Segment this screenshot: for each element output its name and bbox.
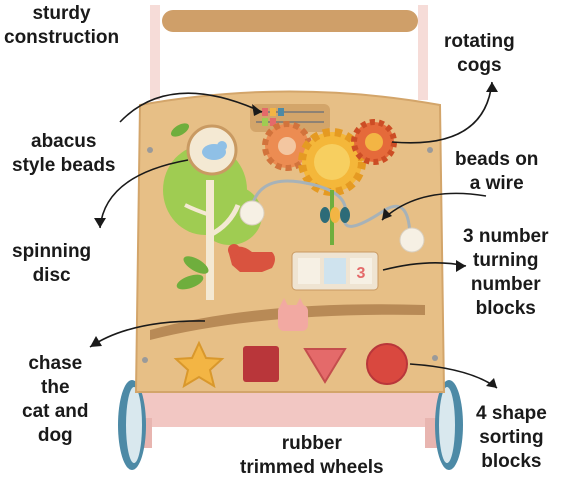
label-spinning-disc: spinning disc — [12, 241, 92, 286]
label-chase-cat-dog: chase the cat and dog — [22, 353, 89, 446]
cat-track-slot — [150, 304, 425, 340]
arrowhead-icon — [486, 82, 498, 92]
number-block-digit: 3 — [357, 265, 366, 282]
rubber-wheel-right — [435, 380, 463, 470]
number-turning-blocks[interactable] — [291, 251, 379, 291]
rotating-cog-sun[interactable] — [298, 128, 366, 196]
rotating-cog-red[interactable] — [351, 119, 397, 165]
label-beads-on-a-wire: beads on a wire — [455, 149, 539, 194]
arrowhead-icon — [90, 336, 102, 347]
rubber-wheel-left — [118, 380, 146, 470]
label-number-blocks: 3 number turning number blocks — [463, 226, 549, 319]
screw-icon — [147, 147, 153, 153]
axle-right — [425, 418, 437, 448]
shape-square-block[interactable] — [243, 346, 279, 382]
handle-right-post — [418, 5, 428, 100]
abacus-beads[interactable] — [250, 104, 330, 132]
arrowhead-icon — [456, 260, 466, 272]
label-abacus-style-beads: abacus style beads — [12, 131, 116, 176]
arrowhead-icon — [486, 378, 497, 388]
label-rotating-cogs: rotating cogs — [444, 31, 515, 76]
screw-icon — [142, 357, 148, 363]
label-sturdy-construction: sturdy construction — [4, 3, 120, 48]
spinning-disc[interactable] — [186, 124, 238, 176]
arrowhead-icon — [94, 218, 106, 228]
shape-triangle-block[interactable] — [303, 348, 347, 384]
arrow-cat-dog — [89, 320, 206, 348]
arrow-spinning-disc — [99, 159, 189, 229]
screw-icon — [432, 355, 438, 361]
beads-on-wire[interactable] — [239, 179, 425, 253]
arrow-cogs — [391, 81, 493, 144]
cat-figure[interactable] — [278, 298, 308, 331]
walker-base-frame — [132, 385, 444, 427]
dog-figure[interactable] — [228, 244, 275, 272]
handle-left-post — [150, 5, 160, 100]
shape-circle-block[interactable] — [366, 343, 408, 385]
arrow-beads-wire — [381, 192, 487, 221]
screw-icon — [427, 147, 433, 153]
label-rubber-wheels: rubber trimmed wheels — [240, 433, 384, 478]
arrowhead-icon — [382, 208, 392, 220]
shape-star-block[interactable] — [173, 340, 225, 389]
wooden-handle-bar — [162, 10, 418, 32]
arrowhead-icon — [252, 104, 262, 116]
arrow-abacus — [119, 92, 263, 123]
label-shape-sorting-blocks: 4 shape sorting blocks — [476, 403, 547, 472]
